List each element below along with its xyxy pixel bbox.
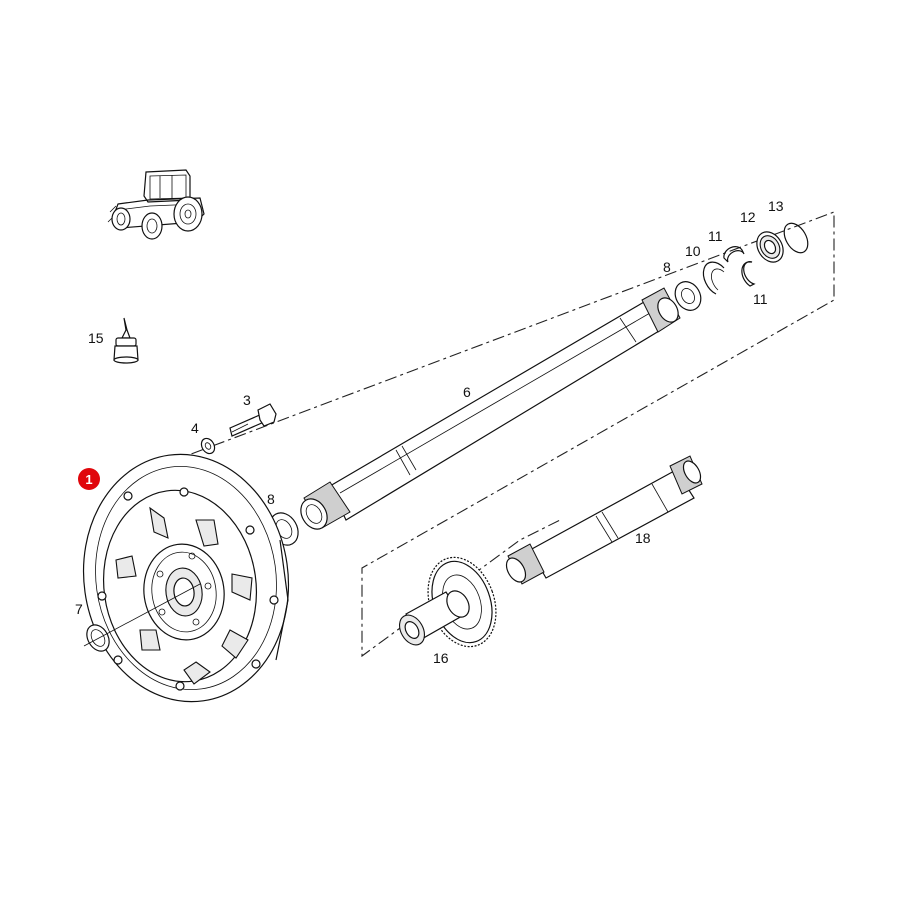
callout-12[interactable]: 12 xyxy=(740,209,756,225)
gear-16 xyxy=(399,556,497,648)
callout-18[interactable]: 18 xyxy=(635,530,651,546)
callout-6[interactable]: 6 xyxy=(463,384,471,400)
bearing-12 xyxy=(756,231,784,263)
callout-4[interactable]: 4 xyxy=(191,420,199,436)
callout-13[interactable]: 13 xyxy=(768,198,784,214)
bolt-3 xyxy=(229,403,277,437)
o-ring-7 xyxy=(83,583,201,652)
callout-16[interactable]: 16 xyxy=(433,650,449,666)
callout-11-lower[interactable]: 11 xyxy=(753,291,768,307)
callout-11-upper[interactable]: 11 xyxy=(708,228,723,244)
callout-15[interactable]: 15 xyxy=(88,330,104,346)
damper-flange xyxy=(82,453,290,703)
callout-8-front[interactable]: 8 xyxy=(267,491,275,507)
snap-ring-10 xyxy=(702,261,725,295)
shaft-18 xyxy=(505,455,703,585)
half-ring-11-upper xyxy=(723,246,745,263)
callout-8-rear[interactable]: 8 xyxy=(663,259,671,275)
callout-3[interactable]: 3 xyxy=(243,392,251,408)
sealant-bottle-icon xyxy=(113,317,139,364)
callout-7[interactable]: 7 xyxy=(75,601,83,617)
highlighted-part-badge[interactable]: 1 xyxy=(78,468,100,490)
input-shaft xyxy=(300,287,681,530)
assembly-boundary xyxy=(169,211,835,658)
washer-8-rear xyxy=(674,281,702,311)
circlip-13 xyxy=(783,222,809,254)
callout-10[interactable]: 10 xyxy=(685,243,701,259)
washer-4 xyxy=(200,437,216,455)
half-ring-11-lower xyxy=(741,261,756,287)
tractor-icon xyxy=(107,169,205,240)
